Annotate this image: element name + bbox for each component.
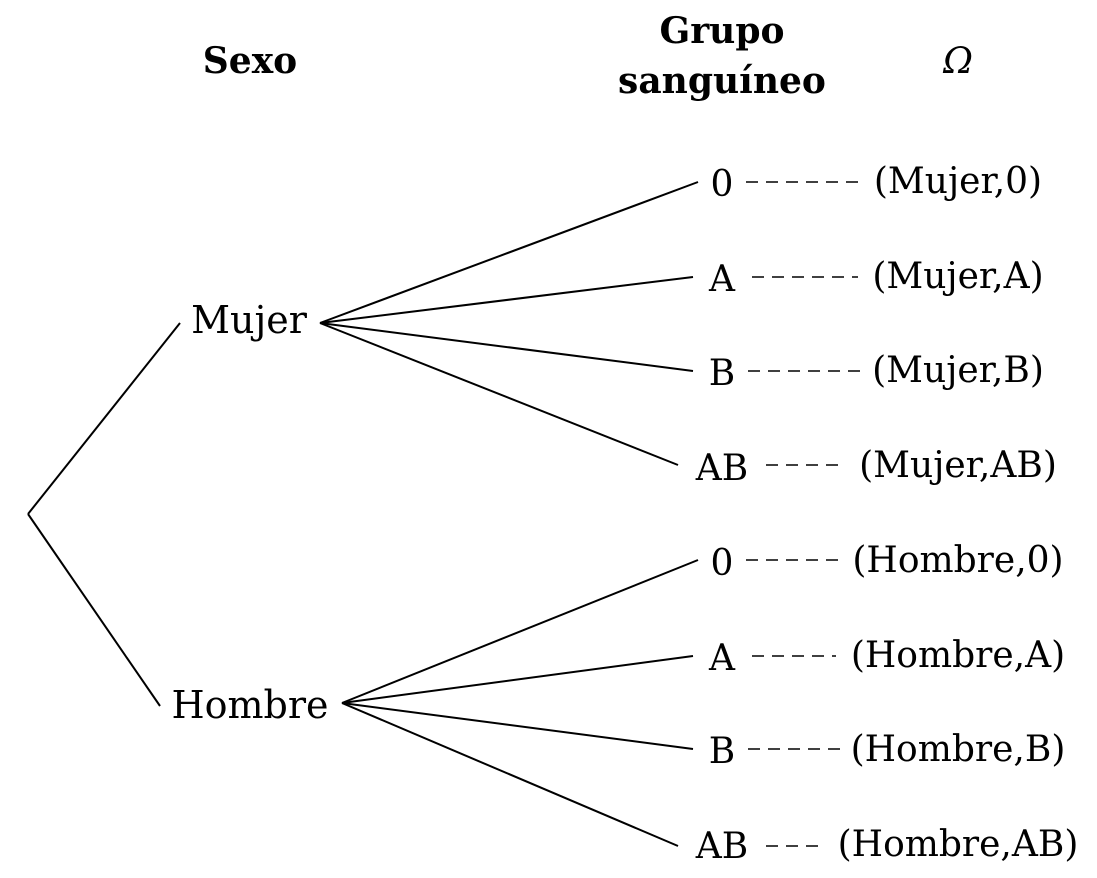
branch-mujer-0: [319, 181, 699, 324]
outcome-mujer-0: (Mujer,0): [874, 161, 1042, 202]
outcome-hombre-a: (Hombre,A): [851, 635, 1065, 676]
header-omega: Ω: [942, 41, 973, 82]
group-mujer-b: B: [709, 353, 735, 394]
group-hombre-b: B: [709, 731, 735, 772]
branch-root-mujer: [27, 322, 181, 515]
outcome-mujer-ab: (Mujer,AB): [859, 445, 1057, 486]
outcome-hombre-0: (Hombre,0): [852, 540, 1063, 581]
outcome-hombre-b: (Hombre,B): [851, 729, 1066, 770]
group-mujer-ab: AB: [695, 448, 748, 489]
outcome-mujer-b: (Mujer,B): [872, 350, 1044, 391]
group-hombre-a: A: [708, 638, 736, 679]
branch-mujer-ab: [319, 322, 679, 466]
branch-mujer-b: [319, 322, 694, 372]
group-mujer-a: A: [708, 259, 736, 300]
outcome-mujer-a: (Mujer,A): [872, 256, 1043, 297]
branch-hombre-0: [341, 559, 699, 704]
branch-root-hombre: [27, 513, 161, 707]
group-hombre-0: 0: [711, 543, 734, 584]
header-sexo: Sexo: [203, 40, 297, 82]
header-grupo-line1: Grupo: [659, 10, 784, 52]
branch-mujer-a: [319, 276, 694, 324]
group-mujer-0: 0: [711, 164, 734, 205]
group-hombre-ab: AB: [695, 826, 748, 867]
outcome-hombre-ab: (Hombre,AB): [838, 824, 1079, 865]
node-hombre: Hombre: [171, 683, 328, 727]
node-mujer: Mujer: [191, 298, 308, 342]
branch-hombre-b: [341, 702, 694, 750]
branch-hombre-ab: [341, 702, 679, 847]
header-grupo-line2: sanguíneo: [618, 60, 826, 102]
branch-hombre-a: [341, 655, 694, 704]
